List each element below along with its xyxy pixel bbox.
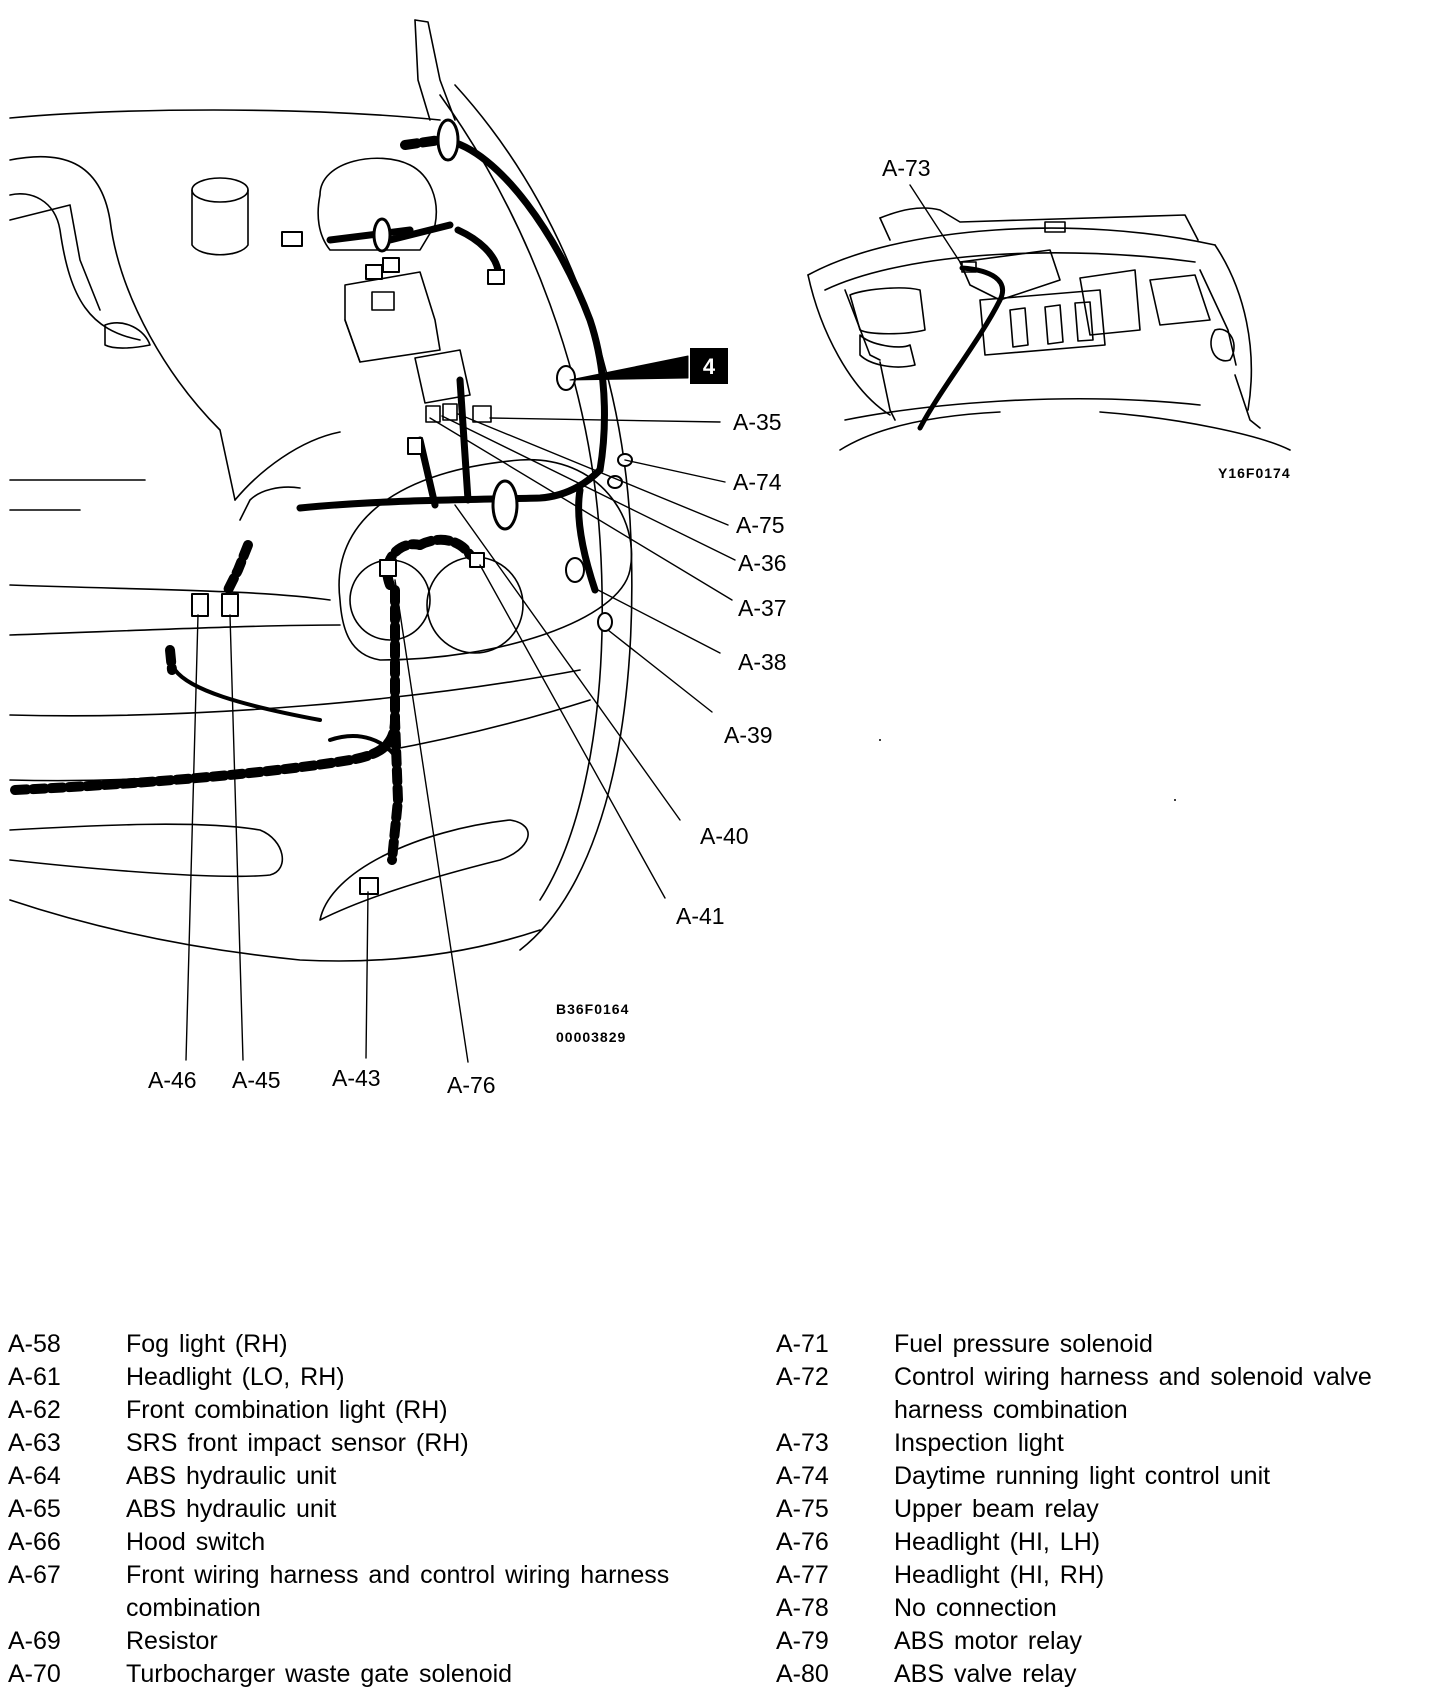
legend-description: Front combination light (RH) [126,1396,448,1424]
callout-a74: A-74 [733,469,782,495]
legend-description: Hood switch [126,1528,266,1556]
legend-description: Daytime running light control unit [894,1462,1271,1490]
callout-box-4-label: 4 [703,354,716,379]
legend-connector-id: A-58 [8,1330,61,1358]
legend-description: Fog light (RH) [126,1330,288,1358]
callout-a43: A-43 [332,1065,381,1091]
legend-row: A-58 Fog light (RH) [8,1328,728,1361]
legend-description: Headlight (HI, RH) [894,1561,1105,1589]
legend-row: A-63 SRS front impact sensor (RH) [8,1427,728,1460]
legend-row: A-79 ABS motor relay [776,1625,1436,1658]
wiring-harness [296,136,608,594]
figure-code-main-2: 00003829 [556,1029,626,1045]
callout-a36: A-36 [738,550,787,576]
figure-code-hood: Y16F0174 [1218,465,1291,481]
legend-description: Upper beam relay [894,1495,1099,1523]
callout-a38: A-38 [738,649,787,675]
legend-connector-id: A-64 [8,1462,61,1490]
legend-row: A-71 Fuel pressure solenoid [776,1328,1436,1361]
legend-connector-id: A-79 [776,1627,829,1655]
legend-connector-id: A-62 [8,1396,61,1424]
callout-a39: A-39 [724,722,773,748]
legend-row: A-77 Headlight (HI, RH) [776,1559,1436,1592]
legend-connector-id: A-69 [8,1627,61,1655]
legend-connector-id: A-66 [8,1528,61,1556]
legend-description: ABS hydraulic unit [126,1462,337,1490]
legend-description: Front wiring harness and control wiring … [126,1561,670,1622]
leader-lines [185,184,961,1063]
legend-description: Inspection light [894,1429,1064,1457]
legend-description: ABS motor relay [894,1627,1083,1655]
legend-connector-id: A-77 [776,1561,829,1589]
legend-description: ABS valve relay [894,1660,1077,1688]
hood-inset-drawing [807,207,1291,451]
legend-row: A-65 ABS hydraulic unit [8,1493,728,1526]
legend-description: Headlight (HI, LH) [894,1528,1101,1556]
legend-column-left: A-58 Fog light (RH) A-61 Headlight (LO, RH)… [8,1328,728,1691]
legend-row: A-67 Front wiring harness and control wir… [8,1559,728,1625]
legend-description: Headlight (LO, RH) [126,1363,345,1391]
legend-row: A-72 Control wiring harness and solenoid … [776,1361,1436,1427]
legend-row: A-73 Inspection light [776,1427,1436,1460]
legend-row: A-61 Headlight (LO, RH) [8,1361,728,1394]
figure-code-main-1: B36F0164 [556,1001,629,1017]
legend-description: Turbocharger waste gate solenoid [126,1660,513,1688]
legend-row: A-64 ABS hydraulic unit [8,1460,728,1493]
legend-connector-id: A-78 [776,1594,829,1622]
wiring-diagram: 4 A-73 A-35 A-74 A-75 A-36 A-37 A-38 A-3… [9,19,1291,1098]
legend-connector-id: A-75 [776,1495,829,1523]
callout-labels: A-73 A-35 A-74 A-75 A-36 A-37 A-38 A-39 … [148,155,931,1098]
legend-row: A-76 Headlight (HI, LH) [776,1526,1436,1559]
legend-row: A-75 Upper beam relay [776,1493,1436,1526]
callout-a73: A-73 [882,155,931,181]
engine-bay-drawing [9,19,633,962]
callout-a46: A-46 [148,1067,197,1093]
callout-a37: A-37 [738,595,787,621]
legend-connector-id: A-80 [776,1660,829,1688]
callout-a40: A-40 [700,823,749,849]
callout-a35: A-35 [733,409,782,435]
legend-connector-id: A-61 [8,1363,61,1391]
legend-description: Control wiring harness and solenoid valv… [894,1363,1372,1424]
legend-connector-id: A-63 [8,1429,61,1457]
stray-dot [879,739,881,741]
legend-description: Fuel pressure solenoid [894,1330,1153,1358]
grommets [372,118,519,531]
legend-connector-id: A-76 [776,1528,829,1556]
stray-dot [1174,799,1176,801]
callout-a41: A-41 [676,903,725,929]
callout-a75: A-75 [736,512,785,538]
connectors [191,231,633,895]
legend-connector-id: A-74 [776,1462,829,1490]
legend-description: ABS hydraulic unit [126,1495,337,1523]
callout-a45: A-45 [232,1067,281,1093]
legend-connector-id: A-65 [8,1495,61,1523]
legend-connector-id: A-71 [776,1330,829,1358]
legend-connector-id: A-72 [776,1363,829,1391]
legend-connector-id: A-67 [8,1561,61,1589]
legend-row: A-74 Daytime running light control unit [776,1460,1436,1493]
legend-description: SRS front impact sensor (RH) [126,1429,469,1457]
legend-row: A-80 ABS valve relay [776,1658,1436,1691]
legend-row: A-78 No connection [776,1592,1436,1625]
legend-connector-id: A-70 [8,1660,61,1688]
legend-description: No connection [894,1594,1057,1622]
legend-row: A-69 Resistor [8,1625,728,1658]
legend-connector-id: A-73 [776,1429,829,1457]
connector-legend: A-58 Fog light (RH) A-61 Headlight (LO, RH)… [0,1328,1440,1688]
hood-harness [917,265,1005,431]
legend-row: A-66 Hood switch [8,1526,728,1559]
callout-4-pointer [569,355,689,381]
callout-a76: A-76 [447,1072,496,1098]
callout-box-4 [690,348,728,384]
legend-row: A-62 Front combination light (RH) [8,1394,728,1427]
legend-description: Resistor [126,1627,218,1655]
legend-row: A-70 Turbocharger waste gate solenoid [8,1658,728,1691]
